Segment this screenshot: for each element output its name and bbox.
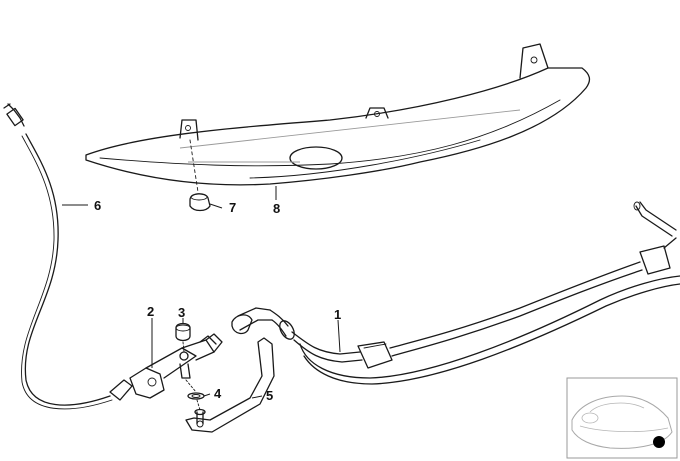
cover-panel	[85, 43, 591, 186]
bracket	[185, 337, 275, 433]
callout-5: 5	[266, 388, 273, 403]
callout-4: 4	[214, 386, 222, 401]
guide-line-3	[182, 341, 185, 353]
callout-8: 8	[273, 201, 280, 216]
callout-7: 7	[229, 200, 236, 215]
location-dot-icon	[653, 436, 665, 448]
guide-line	[189, 139, 199, 193]
callout-2: 2	[147, 304, 154, 319]
callout-6: 6	[94, 198, 101, 213]
callout-3: 3	[178, 305, 185, 320]
grommet-nut	[189, 193, 211, 212]
inset-locator	[566, 377, 678, 459]
guide-line-screw	[196, 399, 201, 411]
hose-assembly	[231, 201, 680, 385]
guide-line-4	[185, 379, 197, 393]
leader-lines	[62, 186, 341, 399]
control-valve	[109, 333, 223, 401]
vacuum-line	[3, 103, 113, 410]
rubber-cap	[175, 322, 191, 342]
o-ring	[187, 392, 205, 400]
callout-1: 1	[334, 307, 341, 322]
car-silhouette-icon	[571, 395, 673, 449]
screw	[194, 408, 206, 425]
